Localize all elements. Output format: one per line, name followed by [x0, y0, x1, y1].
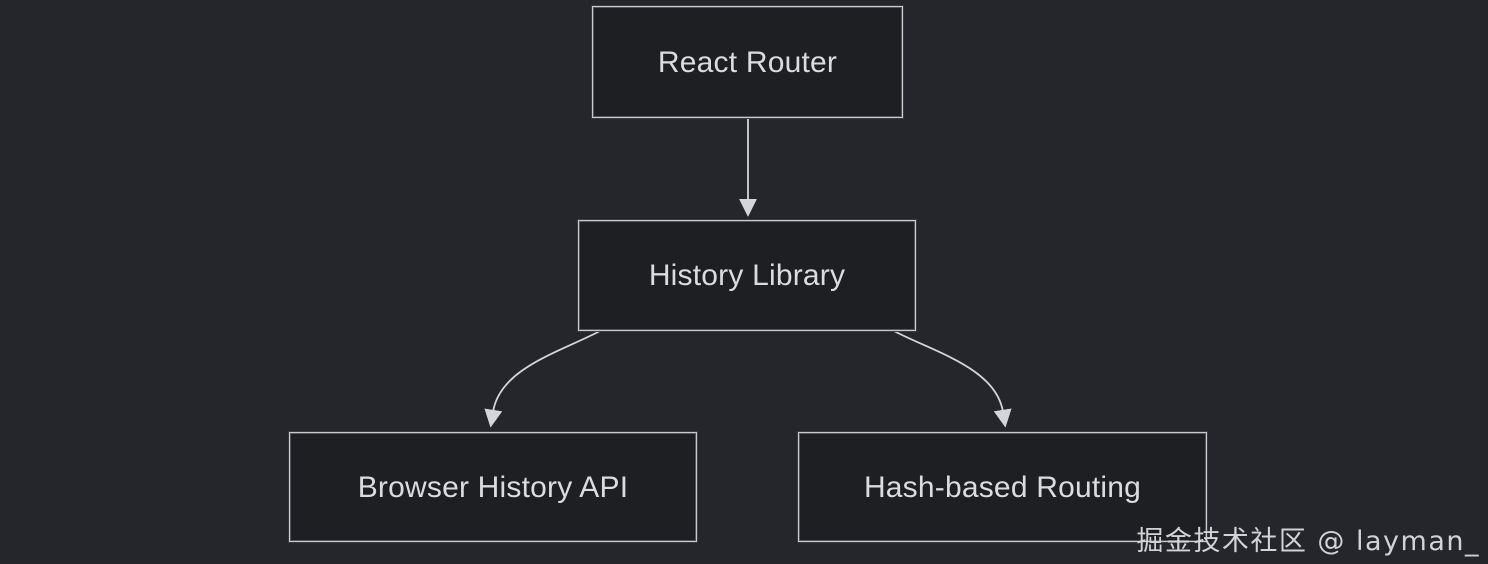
watermark-text: 掘金技术社区 @ layman_: [1136, 526, 1480, 557]
node-browser-history-api[interactable]: Browser History API: [289, 432, 697, 542]
node-label: Browser History API: [357, 470, 629, 504]
edge-history-library-to-hash-based-routing: [893, 330, 1012, 428]
node-react-router[interactable]: React Router: [592, 6, 903, 118]
node-label: React Router: [657, 45, 838, 79]
edge-history-library-to-browser-history-api: [484, 330, 601, 428]
node-hash-based-routing[interactable]: Hash-based Routing: [798, 432, 1207, 542]
node-label: History Library: [648, 259, 846, 292]
node-label: Hash-based Routing: [863, 470, 1142, 504]
node-history-library[interactable]: History Library: [578, 220, 916, 331]
